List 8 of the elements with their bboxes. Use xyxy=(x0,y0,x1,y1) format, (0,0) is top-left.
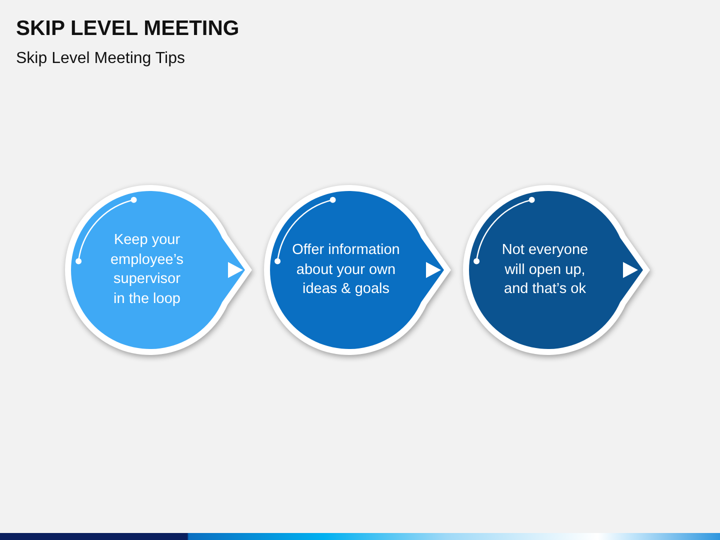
tip-text: Offer information about your own ideas & goals xyxy=(291,240,401,299)
speech-bubble xyxy=(264,185,451,355)
tip-text: Not everyone will open up, and that’s ok xyxy=(500,240,590,299)
title: SKIP LEVEL MEETING xyxy=(16,16,240,41)
speech-bubble xyxy=(65,185,252,355)
subtitle: Skip Level Meeting Tips xyxy=(16,49,185,69)
tip-text: Keep your employee’s supervisor in the loop xyxy=(109,231,185,308)
speech-bubble xyxy=(463,185,650,355)
